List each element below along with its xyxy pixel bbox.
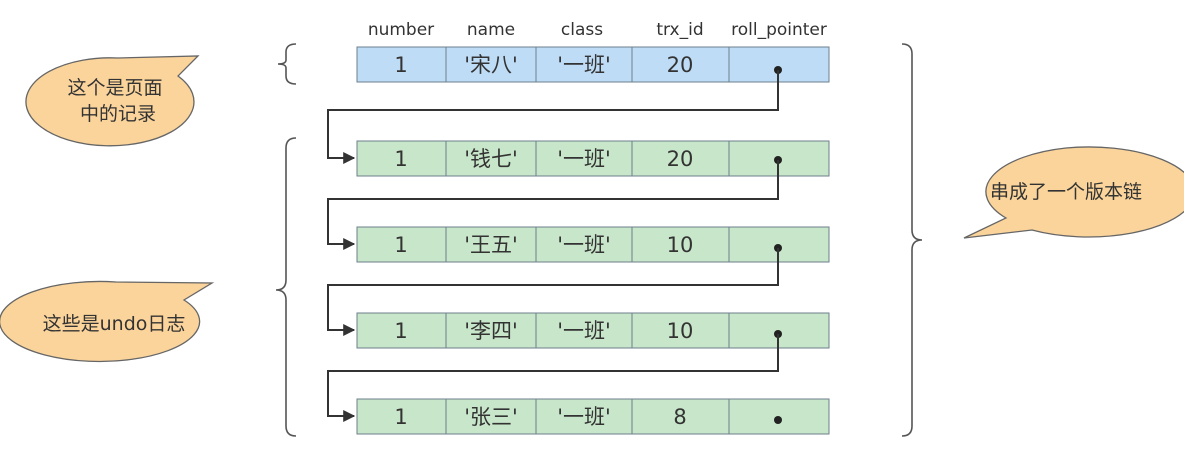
class-value: '一班' [557,53,611,77]
version-chain-callout-text: 串成了一个版本链 [990,181,1142,203]
column-header-roll-pointer: roll_pointer [731,20,827,40]
version-chain-callout [963,146,1184,239]
column-header-name: name [467,20,515,40]
number-value: 1 [394,147,407,171]
name-value: '王五' [464,233,518,257]
cell-name [445,312,537,349]
cell-trx-id [631,226,730,263]
cell-trx-id [631,398,730,435]
cell-number [356,46,447,83]
column-header-trx-id: trx_id [656,20,703,40]
cell-number [356,140,447,177]
number-value: 1 [394,53,407,77]
name-value: '宋八' [464,53,518,77]
page-record-callout-text: 这个是页面 中的记录 [67,77,168,125]
class-value: '一班' [557,147,611,171]
cell-class [535,398,633,435]
trx-id-value: 20 [667,53,694,77]
page-record-callout-line: 这个是页面 [67,77,162,99]
cell-number [356,312,447,349]
undo-log-row: 1 '李四' '一班' 10 [356,312,830,349]
column-header-class: class [561,20,603,40]
cell-name [445,398,537,435]
cell-trx-id [631,312,730,349]
undo-log-brace [275,137,297,437]
class-value: '一班' [557,319,611,343]
cell-class [535,226,633,263]
name-value: '李四' [464,319,518,343]
undo-log-row: 1 '王五' '一班' 10 [356,226,830,263]
cell-class [535,312,633,349]
page-record-callout-line: 中的记录 [80,103,156,125]
page-record-brace [277,43,297,85]
undo-log-row: 1 '钱七' '一班' 20 [356,140,830,177]
class-value: '一班' [557,233,611,257]
cell-name [445,226,537,263]
cell-number [356,398,447,435]
roll-pointer-arrow [327,70,779,164]
trx-id-value: 8 [673,405,686,429]
cell-trx-id [631,140,730,177]
cell-name [445,46,537,83]
page-record-callout [25,55,200,147]
class-value: '一班' [557,405,611,429]
cell-class [535,46,633,83]
roll-pointer-arrow [327,248,779,336]
number-value: 1 [394,405,407,429]
roll-pointer-dot [774,416,782,424]
cell-name [445,140,537,177]
name-value: '钱七' [464,147,518,171]
version-chain-brace [901,43,923,437]
column-header-number: number [368,20,434,40]
undo-log-callout [0,280,215,363]
page-record-row: 1 '宋八' '一班' 20 [356,46,830,83]
roll-pointer-arrow [327,334,779,422]
name-value: '张三' [464,405,518,429]
trx-id-value: 20 [667,147,694,171]
undo-log-callout-text: 这些是undo日志 [43,313,186,335]
undo-log-row: 1 '张三' '一班' 8 [356,398,830,435]
cell-number [356,226,447,263]
roll-pointer-arrow [327,160,779,250]
trx-id-value: 10 [667,233,694,257]
number-value: 1 [394,233,407,257]
number-value: 1 [394,319,407,343]
trx-id-value: 10 [667,319,694,343]
column-headers: number name class trx_id roll_pointer [368,20,827,40]
cell-class [535,140,633,177]
